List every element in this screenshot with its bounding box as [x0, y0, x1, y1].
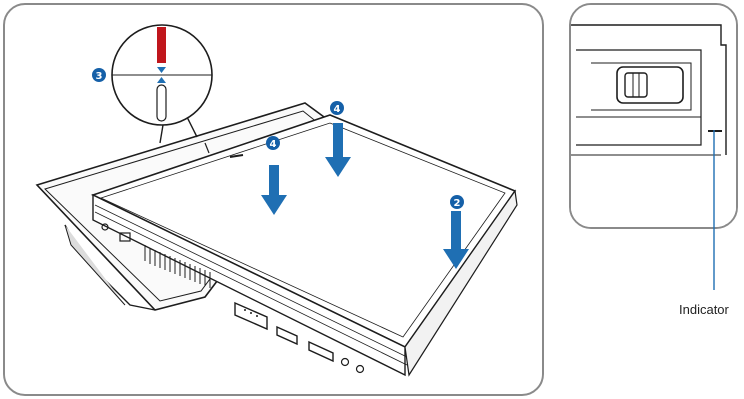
docking-illustration-panel: 3 4 4 2 [3, 3, 544, 396]
indicator-detail-panel [569, 3, 738, 229]
step-badge-icon: 3 4 4 2 [92, 68, 464, 209]
down-arrow-icon [261, 123, 469, 269]
step-badge-2: 2 [454, 198, 461, 209]
step-badge-3: 3 [96, 71, 103, 82]
laptop-dock-drawing: 3 4 4 2 [35, 24, 518, 377]
indicator-label: Indicator [679, 302, 729, 317]
step-badge-4b: 4 [270, 139, 277, 150]
step-badge-4a: 4 [334, 104, 341, 115]
indicator-detail-drawing [571, 5, 736, 227]
alignment-magnifier [111, 24, 213, 144]
